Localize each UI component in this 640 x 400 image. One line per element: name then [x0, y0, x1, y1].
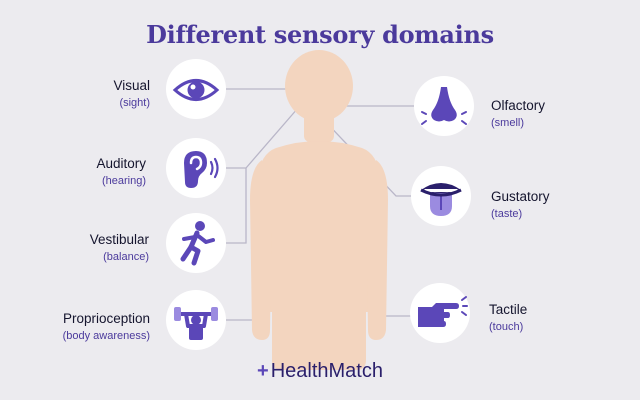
brand-name: HealthMatch [270, 360, 383, 382]
connector-vestibular [226, 168, 247, 244]
eye-icon [172, 79, 220, 101]
body-right-arm [366, 160, 388, 340]
olfactory-icon-circle [414, 76, 474, 136]
sense-detail: (smell) [491, 116, 524, 129]
running-person-icon [180, 221, 215, 266]
label-auditory: Auditory (hearing) [96, 156, 146, 187]
body-head [285, 50, 353, 122]
sense-name: Proprioception [62, 311, 150, 326]
nose-icon [421, 87, 467, 125]
ear-icon [184, 151, 219, 188]
pointing-hand-icon [418, 296, 468, 327]
proprioception-icon-circle [166, 290, 226, 350]
connector-lines [226, 88, 414, 321]
gustatory-icon-circle [411, 166, 471, 226]
body-silhouette [250, 50, 388, 370]
sense-detail: (sight) [119, 96, 150, 109]
sense-name: Vestibular [89, 232, 149, 247]
sense-detail: (taste) [491, 207, 523, 220]
weightlifter-icon [174, 307, 218, 340]
sense-name: Auditory [96, 156, 146, 171]
label-gustatory: Gustatory (taste) [491, 189, 550, 220]
visual-icon-circle [166, 59, 226, 119]
body-left-arm [250, 160, 272, 340]
sense-detail: (body awareness) [62, 329, 150, 342]
sense-detail: (balance) [103, 250, 149, 263]
label-olfactory: Olfactory (smell) [491, 98, 545, 129]
auditory-icon-circle [166, 138, 226, 198]
label-tactile: Tactile (touch) [489, 302, 527, 333]
brand-logo: +HealthMatch [0, 360, 640, 383]
body-torso [254, 141, 384, 312]
sense-name: Olfactory [491, 98, 546, 113]
sense-name: Visual [113, 78, 150, 93]
tongue-icon [420, 183, 462, 216]
sense-detail: (touch) [489, 320, 524, 333]
tactile-icon-circle [410, 283, 470, 343]
sense-name: Gustatory [491, 189, 550, 204]
sense-detail: (hearing) [101, 174, 146, 187]
vestibular-icon-circle [166, 213, 226, 273]
sense-name: Tactile [489, 302, 528, 317]
diagram-title: Different sensory domains [146, 20, 494, 49]
label-proprioception: Proprioception (body awareness) [63, 311, 150, 342]
body-legs [272, 300, 366, 370]
label-visual: Visual (sight) [113, 78, 150, 109]
label-vestibular: Vestibular (balance) [90, 232, 149, 263]
body-neck [304, 112, 334, 142]
brand-plus-icon: + [257, 360, 269, 382]
